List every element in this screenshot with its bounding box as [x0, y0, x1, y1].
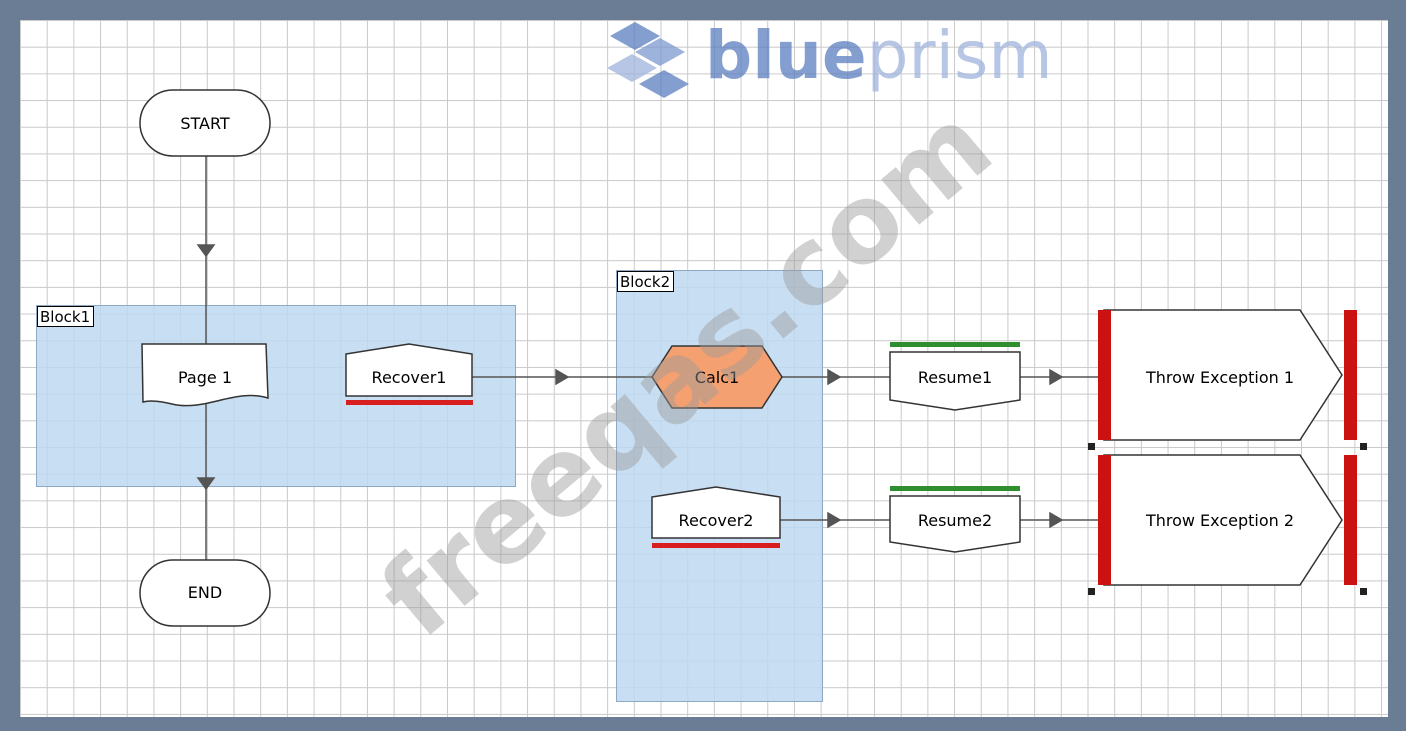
recover1-label: Recover1 — [372, 368, 447, 387]
recover2-label: Recover2 — [679, 511, 754, 530]
block2-region[interactable]: Block2 — [616, 270, 823, 702]
connector-resume1-throw1[interactable] — [1020, 368, 1104, 386]
throw-exception1-node[interactable]: Throw Exception 1 — [1088, 309, 1367, 450]
resize-handle[interactable] — [1088, 588, 1095, 595]
resume2-label: Resume2 — [918, 511, 992, 530]
connector-recover1-calc1[interactable] — [472, 368, 652, 386]
process-canvas[interactable]: Block1 Block2 blueprism — [20, 20, 1388, 717]
calc1-node[interactable]: Calc1 — [651, 345, 783, 409]
svg-text:blueprism: blueprism — [705, 20, 1053, 94]
resume1-label: Resume1 — [918, 368, 992, 387]
connector-page1-end[interactable] — [196, 400, 216, 560]
logo-mark-icon — [607, 22, 689, 98]
resize-handle[interactable] — [1360, 588, 1367, 595]
throw-exception2-label: Throw Exception 2 — [1145, 511, 1294, 530]
end-node[interactable]: END — [139, 559, 271, 627]
logo-text-light: prism — [867, 20, 1053, 94]
block2-label: Block2 — [617, 271, 675, 292]
throw-exception2-node[interactable]: Throw Exception 2 — [1088, 454, 1367, 595]
resize-handle[interactable] — [1088, 443, 1095, 450]
connector-recover2-resume2[interactable] — [780, 511, 890, 529]
resume2-node[interactable]: Resume2 — [889, 486, 1021, 553]
start-node[interactable]: START — [139, 89, 271, 157]
connector-resume2-throw2[interactable] — [1020, 511, 1104, 529]
logo-text-bold: blue — [705, 20, 867, 94]
block1-label: Block1 — [37, 306, 95, 327]
connector-start-page1[interactable] — [196, 156, 216, 344]
calc1-label: Calc1 — [695, 368, 739, 387]
recover2-node[interactable]: Recover2 — [651, 486, 781, 548]
resume1-node[interactable]: Resume1 — [889, 342, 1021, 411]
blueprism-logo: blueprism — [607, 20, 1053, 98]
page1-label: Page 1 — [178, 368, 232, 387]
page1-node[interactable]: Page 1 — [141, 343, 269, 407]
resize-handle[interactable] — [1360, 443, 1367, 450]
start-label: START — [180, 114, 230, 133]
throw-exception1-label: Throw Exception 1 — [1145, 368, 1294, 387]
end-label: END — [188, 583, 222, 602]
connector-calc1-resume1[interactable] — [782, 368, 890, 386]
recover1-node[interactable]: Recover1 — [345, 343, 473, 405]
